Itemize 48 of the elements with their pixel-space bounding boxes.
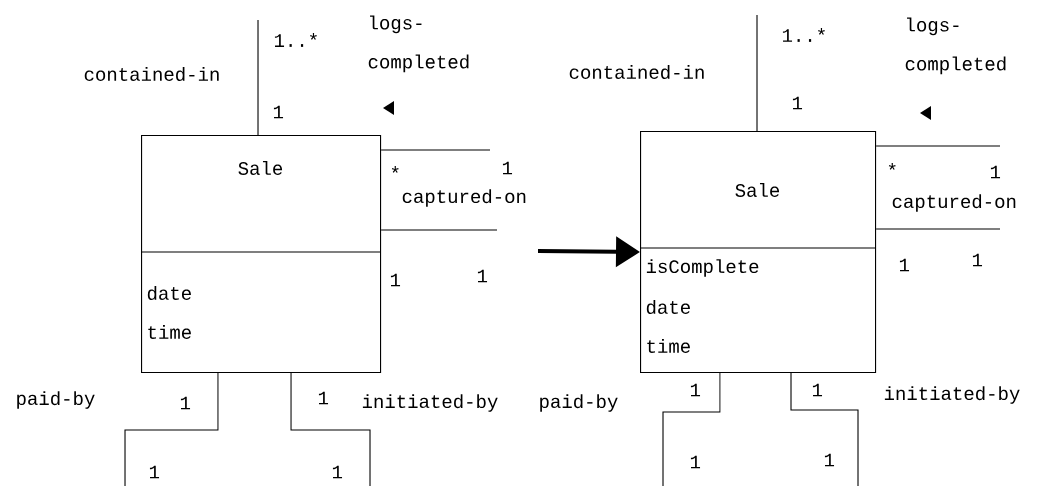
attribute-name: time xyxy=(148,325,191,339)
class-name: Sale xyxy=(735,183,780,197)
role-name: paid-by xyxy=(540,394,618,412)
association-line xyxy=(875,145,1001,147)
multiplicity: 1 xyxy=(149,465,160,479)
multiplicity: 1..* xyxy=(782,28,825,42)
multiplicity: 1 xyxy=(899,258,910,272)
class-box xyxy=(140,135,382,374)
role-name: initiated-by xyxy=(362,394,498,412)
association-line xyxy=(257,19,259,136)
class-box xyxy=(639,131,877,374)
attribute-name: date xyxy=(646,300,690,314)
multiplicity: 1 xyxy=(812,383,823,397)
role-name: contained-in xyxy=(84,67,219,81)
association-line xyxy=(380,229,498,231)
association-line xyxy=(875,228,1001,230)
multiplicity: 1 xyxy=(332,465,343,479)
multiplicity: 1 xyxy=(792,96,803,110)
multiplicity: 1 xyxy=(180,396,191,410)
multiplicity: 1 xyxy=(690,455,701,469)
role-name: paid-by xyxy=(17,391,95,409)
role-name: contained-in xyxy=(569,65,704,79)
attribute-name: isComplete xyxy=(646,259,759,277)
role-name: initiated-by xyxy=(884,386,1020,404)
role-name: captured-on xyxy=(402,189,526,207)
association-line xyxy=(662,372,721,486)
multiplicity: 1 xyxy=(824,453,835,467)
role-name: logs- completed xyxy=(368,15,469,73)
multiplicity: 1 xyxy=(318,391,329,405)
multiplicity: * xyxy=(391,166,399,173)
attribute-name: time xyxy=(647,339,690,353)
role-name: captured-on xyxy=(892,194,1016,212)
association-line xyxy=(124,372,219,486)
multiplicity: 1 xyxy=(990,165,1001,179)
association-line xyxy=(790,372,859,486)
role-name: logs- completed xyxy=(905,17,1006,75)
multiplicity: 1 xyxy=(502,161,513,175)
multiplicity: 1..* xyxy=(274,33,317,47)
multiplicity: 1 xyxy=(690,383,701,397)
association-line xyxy=(290,372,371,486)
multiplicity: 1 xyxy=(972,253,983,267)
multiplicity: 1 xyxy=(273,105,284,119)
association-line xyxy=(756,14,758,132)
association-line xyxy=(380,149,491,151)
multiplicity: * xyxy=(888,163,896,170)
class-name: Sale xyxy=(238,161,283,175)
multiplicity: 1 xyxy=(477,269,488,283)
attribute-name: date xyxy=(147,286,191,300)
